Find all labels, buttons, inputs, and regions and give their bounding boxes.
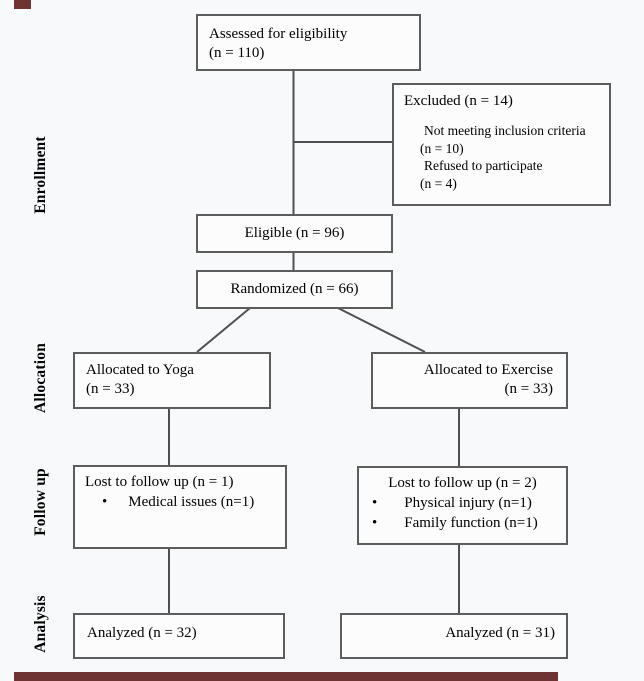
analyzed-exercise-label: Analyzed (n = 31)	[445, 625, 555, 641]
randomized-label: Randomized (n = 66)	[230, 281, 359, 297]
analyzed-yoga-label: Analyzed (n = 32)	[87, 625, 197, 641]
followup-exercise-item-2: Family function (n=1)	[363, 514, 562, 533]
connector-randomized-to-yoga	[196, 307, 251, 353]
box-analyzed-exercise: Analyzed (n = 31)	[340, 613, 568, 659]
followup-exercise-item-2-text: Family function (n=1)	[404, 515, 538, 532]
assessed-line1: Assessed for eligibility	[209, 26, 348, 42]
alloc-yoga-line1: Allocated to Yoga	[86, 362, 194, 378]
box-lost-followup-yoga: Lost to follow up (n = 1) Medical issues…	[73, 465, 287, 549]
followup-yoga-item-1: Medical issues (n=1)	[85, 493, 281, 512]
followup-exercise-item-1: Physical injury (n=1)	[363, 494, 562, 513]
box-excluded: Excluded (n = 14) Not meeting inclusion …	[392, 83, 611, 206]
bullet-icon	[372, 514, 377, 533]
alloc-exercise-line1: Allocated to Exercise	[423, 362, 553, 378]
bullet-icon	[102, 493, 107, 512]
cropped-content-bar-bottom	[14, 672, 558, 681]
excluded-reasons: Not meeting inclusion criteria (n = 10) …	[404, 122, 603, 192]
connector-randomized-to-exercise	[337, 307, 426, 353]
box-analyzed-yoga: Analyzed (n = 32)	[73, 613, 285, 659]
eligible-label: Eligible (n = 96)	[244, 225, 345, 241]
followup-exercise-item-1-text: Physical injury (n=1)	[404, 495, 532, 512]
excluded-reason-1-count: (n = 10)	[420, 140, 464, 156]
box-allocated-exercise: Allocated to Exercise (n = 33)	[371, 352, 568, 409]
excluded-reason-2-count: (n = 4)	[420, 175, 457, 191]
stage-label-enrollment: Enrollment	[32, 136, 49, 214]
box-assessed-for-eligibility: Assessed for eligibility (n = 110)	[196, 14, 421, 71]
followup-yoga-title: Lost to follow up (n = 1)	[85, 474, 234, 490]
assessed-count: (n = 110)	[209, 45, 265, 62]
box-allocated-yoga: Allocated to Yoga (n = 33)	[73, 352, 271, 409]
cropped-content-bar-top	[14, 0, 31, 9]
followup-exercise-title: Lost to follow up (n = 2)	[388, 475, 537, 491]
bullet-icon	[372, 494, 377, 513]
excluded-reason-1: Not meeting inclusion criteria	[424, 123, 586, 139]
box-randomized: Randomized (n = 66)	[196, 270, 393, 309]
box-eligible: Eligible (n = 96)	[196, 214, 393, 253]
excluded-reason-2: Refused to participate	[424, 158, 543, 174]
box-lost-followup-exercise: Lost to follow up (n = 2) Physical injur…	[357, 466, 568, 545]
followup-yoga-item-1-text: Medical issues (n=1)	[128, 494, 255, 511]
excluded-title: Excluded (n = 14)	[404, 93, 513, 109]
alloc-yoga-count: (n = 33)	[86, 381, 135, 398]
stage-label-analysis: Analysis	[32, 595, 49, 653]
alloc-exercise-count: (n = 33)	[504, 381, 553, 398]
